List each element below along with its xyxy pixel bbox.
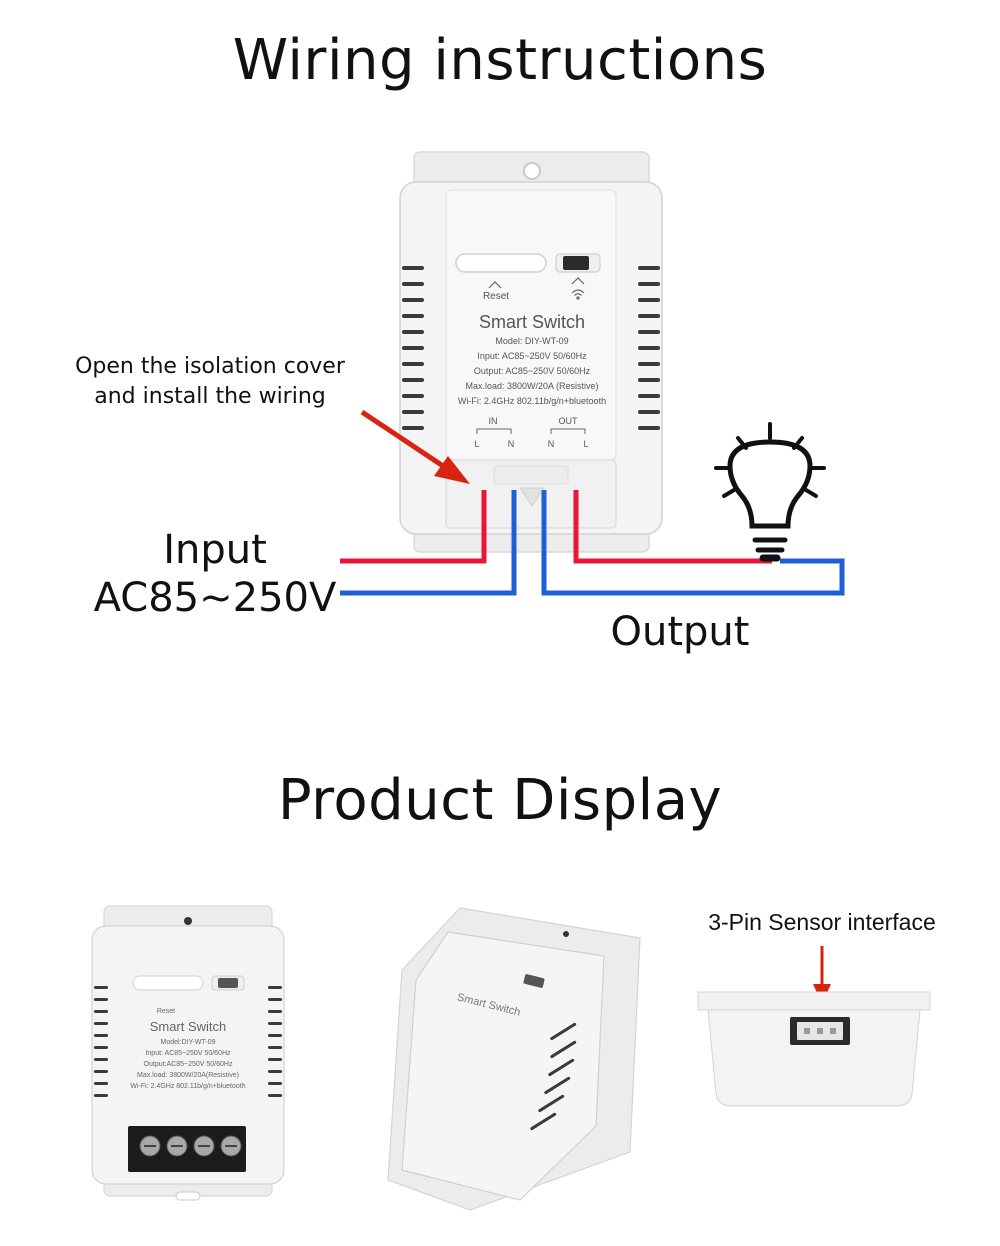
wifi-caret-icon — [571, 277, 585, 285]
output-neutral-wire — [541, 490, 845, 596]
device-wifi-spec: Wi-Fi: 2.4GHz 802.11b/g/n+bluetooth — [458, 396, 606, 406]
isolation-note: Open the isolation cover and install the… — [40, 352, 380, 412]
device-output-spec: Output: AC85~250V 50/60Hz — [474, 366, 591, 376]
small-device-max: Max.load: 3800W/20A(Resistive) — [137, 1072, 239, 1079]
wifi-icon — [571, 289, 585, 300]
lightbulb-icon — [714, 422, 826, 562]
in-label: IN — [489, 416, 498, 426]
wifi-button — [563, 256, 589, 270]
isolation-note-line1: Open the isolation cover — [75, 354, 345, 379]
wires — [340, 490, 845, 596]
input-neutral-wire — [340, 490, 517, 596]
small-device-input: Input: AC85~250V 50/60Hz — [145, 1050, 231, 1057]
small-device-model: Model:DIY-WT-09 — [161, 1039, 216, 1046]
device-model: Model: DIY-WT-09 — [495, 336, 568, 346]
out-l-label: L — [583, 439, 588, 449]
small-device-name: Smart Switch — [150, 1019, 227, 1034]
product-front-view: Reset Smart Switch Model:DIY-WT-09 Input… — [91, 905, 285, 1201]
reset-slot — [455, 253, 547, 273]
isolation-arrow — [360, 409, 470, 484]
in-n-label: N — [508, 439, 515, 449]
vents-left — [402, 266, 424, 430]
wiring-title: Wiring instructions — [232, 28, 768, 93]
wiring-diagram: Reset Smart Switch Model: DIY-WT-09 Inpu… — [340, 151, 845, 596]
in-l-label: L — [474, 439, 479, 449]
output-live-wire — [573, 490, 772, 564]
small-reset-label: Reset — [157, 1008, 175, 1015]
input-voltage-label: AC85~250V — [93, 575, 337, 621]
device-input-spec: Input: AC85~250V 50/60Hz — [477, 351, 587, 361]
sensor-interface-label: 3-Pin Sensor interface — [708, 909, 936, 935]
reset-label: Reset — [483, 291, 509, 302]
out-n-label: N — [548, 439, 555, 449]
input-label: Input — [163, 527, 267, 573]
input-live-wire — [340, 490, 487, 564]
product-side-view — [697, 991, 931, 1107]
small-device-output: Output:AC85~250V 50/60Hz — [144, 1061, 233, 1068]
isolation-note-line2: and install the wiring — [94, 384, 326, 409]
small-device-wifi: Wi-Fi: 2.4GHz 802.11b/g/n+bluetooth — [130, 1083, 245, 1090]
reset-caret-icon — [488, 281, 502, 289]
device-max-load: Max.load: 3800W/20A (Resistive) — [465, 381, 598, 391]
out-label: OUT — [559, 416, 579, 426]
product-photos: Reset Smart Switch Model:DIY-WT-09 Input… — [91, 905, 936, 1211]
product-angled-view: Smart Switch — [387, 907, 641, 1211]
device-name: Smart Switch — [479, 312, 585, 332]
product-title: Product Display — [277, 768, 723, 833]
vents-right — [638, 266, 660, 430]
mounting-hole — [523, 162, 541, 180]
output-label: Output — [610, 609, 750, 655]
